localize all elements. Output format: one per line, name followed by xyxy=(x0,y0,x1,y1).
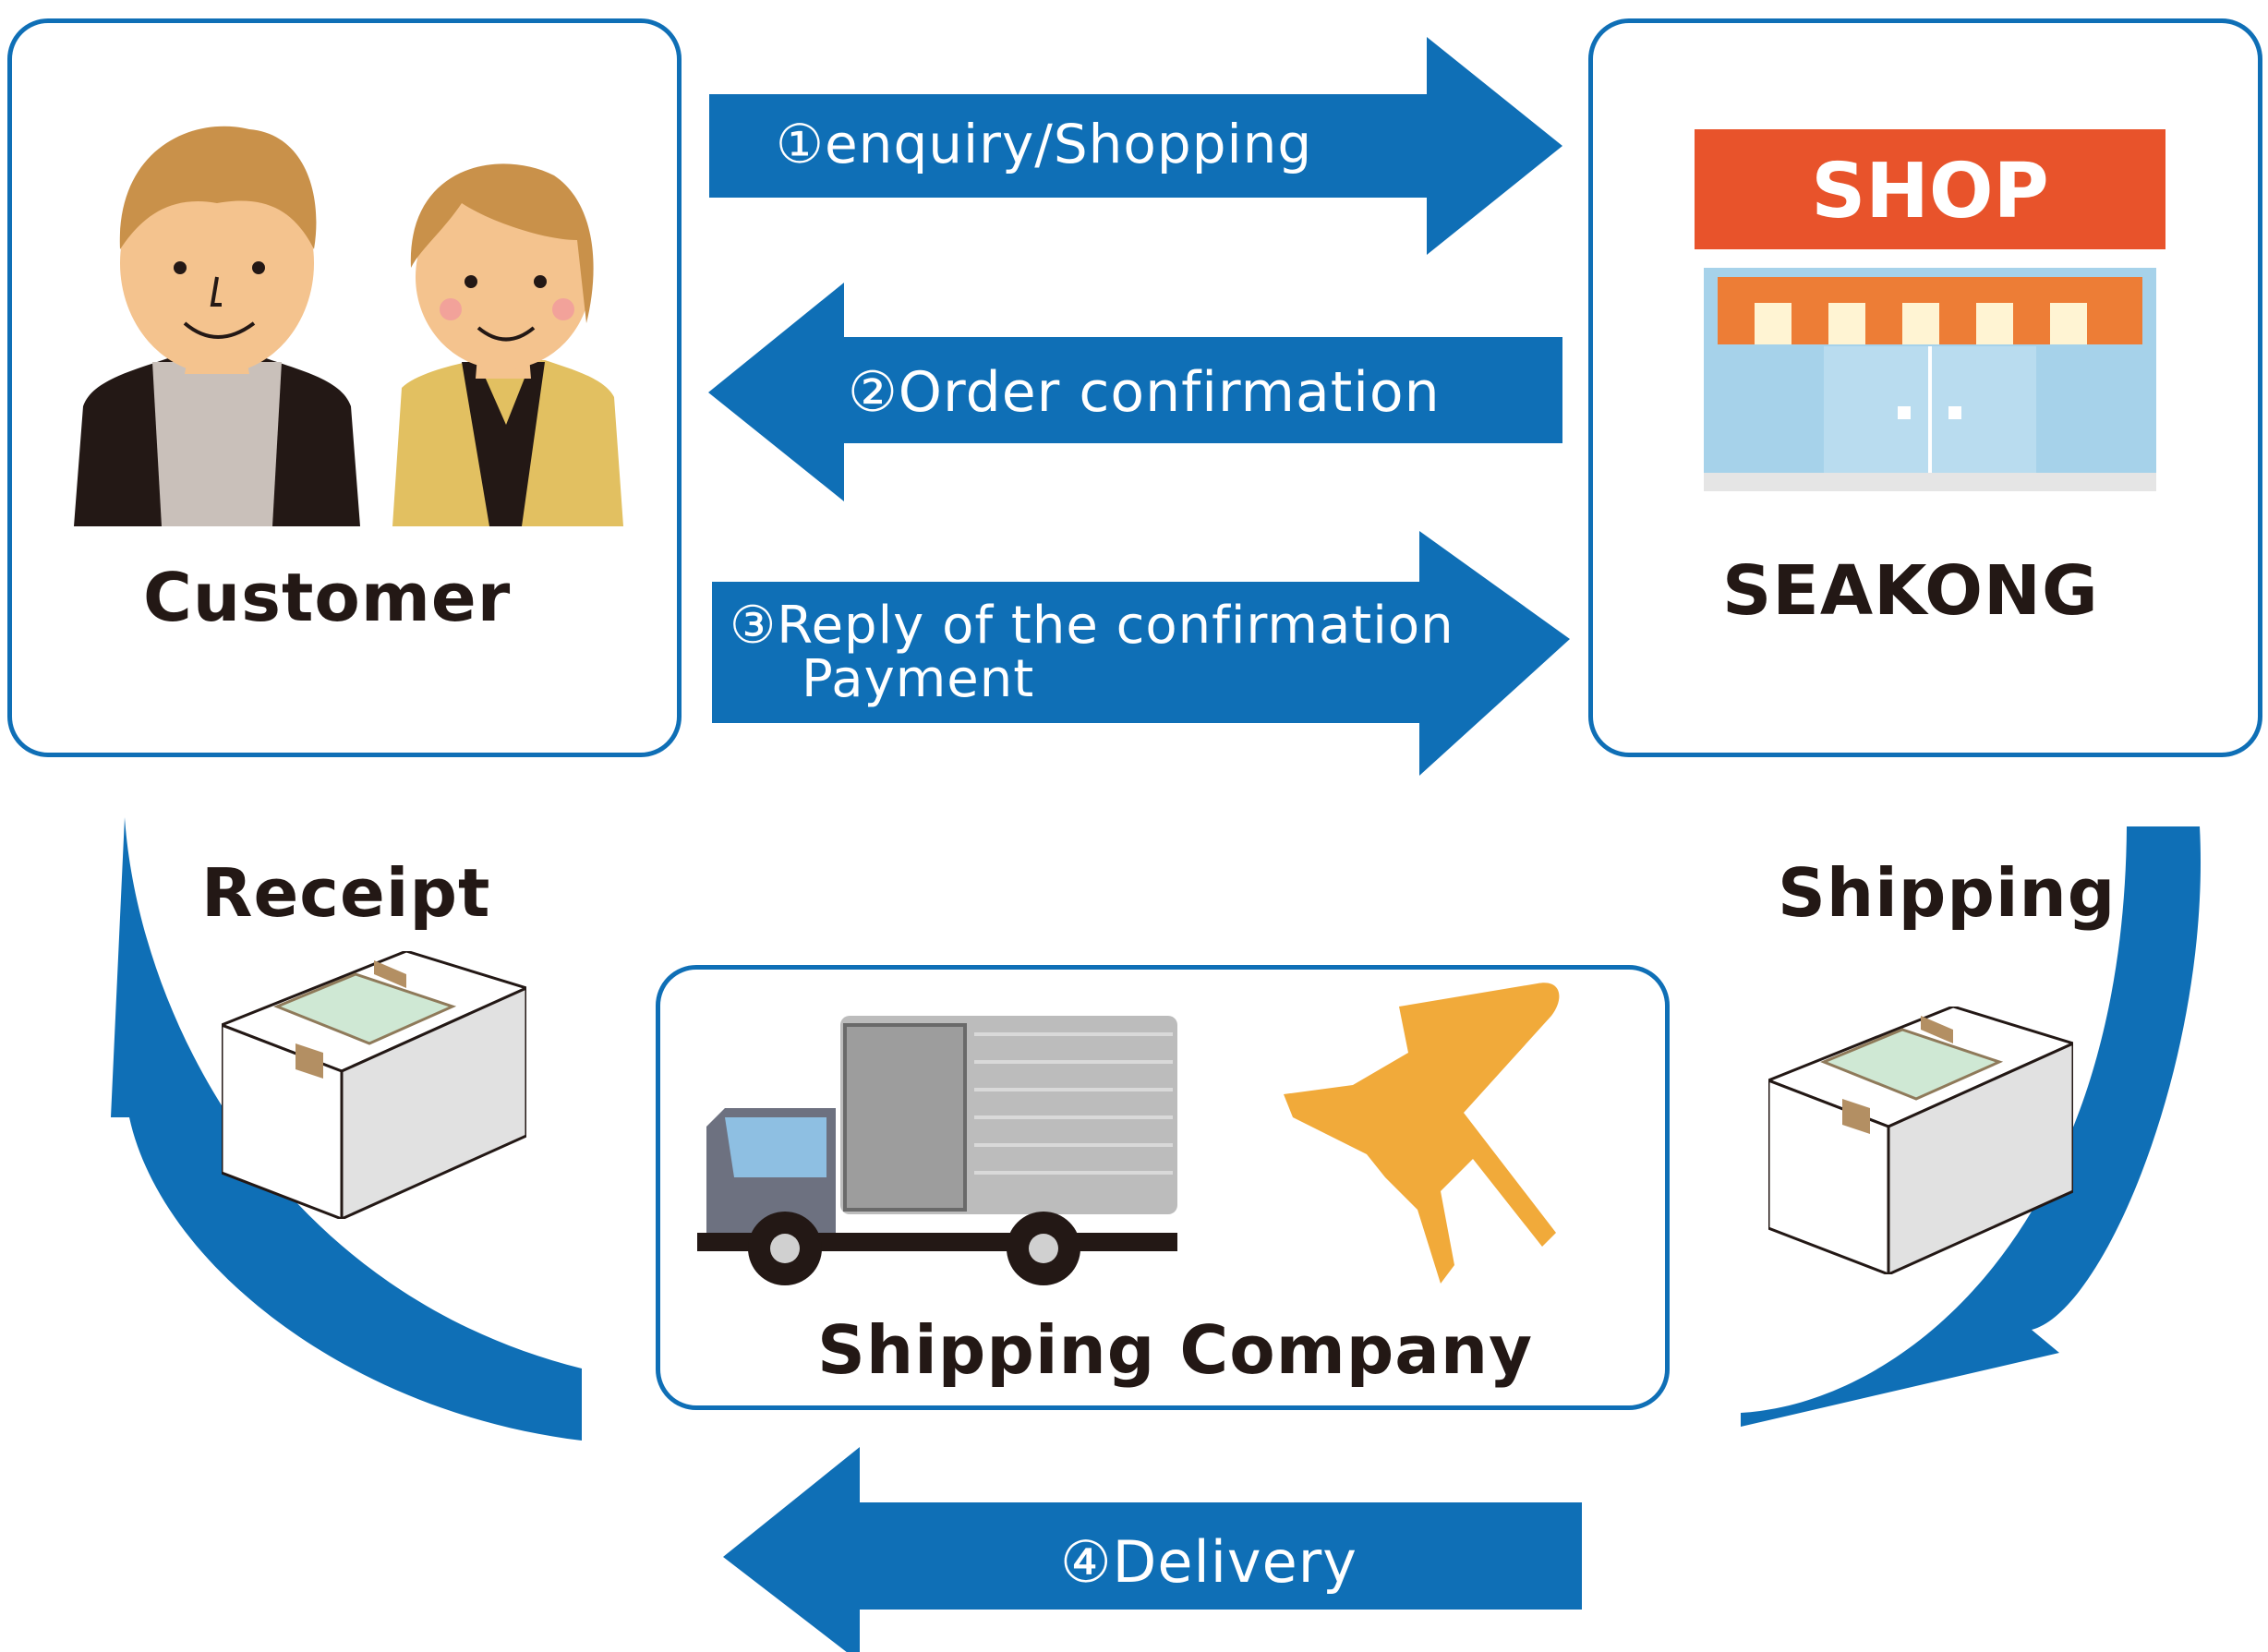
arrow-enquiry xyxy=(709,37,1562,255)
shipping-box-illustration xyxy=(1768,1007,2073,1274)
customer-label: Customer xyxy=(143,559,512,636)
arrow-order-confirmation xyxy=(708,283,1562,501)
step-reply-line2: Payment xyxy=(802,649,1035,709)
step-reply-line1: ③Reply of the confirmation xyxy=(730,596,1454,656)
man-figure xyxy=(74,126,360,526)
airplane-icon xyxy=(1284,983,1560,1284)
receipt-box-illustration xyxy=(222,951,526,1219)
truck-icon xyxy=(697,1016,1177,1285)
arrow-delivery xyxy=(723,1447,1582,1652)
receipt-label: Receipt xyxy=(201,854,491,932)
shipping-company-label: Shipping Company xyxy=(817,1311,1534,1389)
step-delivery-label: ④Delivery xyxy=(1060,1528,1357,1596)
arrow-reply-payment xyxy=(712,531,1570,776)
shop-sign-text: SHOP xyxy=(1811,148,2049,235)
shipping-label: Shipping xyxy=(1778,854,2117,932)
curve-arrow-shipping xyxy=(1741,826,2202,1427)
step-order-confirmation-label: ②Order confirmation xyxy=(848,360,1441,425)
shop-awning xyxy=(1718,277,2142,344)
woman-figure xyxy=(392,163,623,526)
shop-illustration: SHOP xyxy=(1695,129,2165,491)
step-enquiry-label: ①enquiry/Shopping xyxy=(776,113,1313,175)
curve-arrow-receipt xyxy=(111,817,582,1441)
seakong-label: SEAKONG xyxy=(1722,551,2099,631)
customer-people-illustration xyxy=(74,126,623,526)
